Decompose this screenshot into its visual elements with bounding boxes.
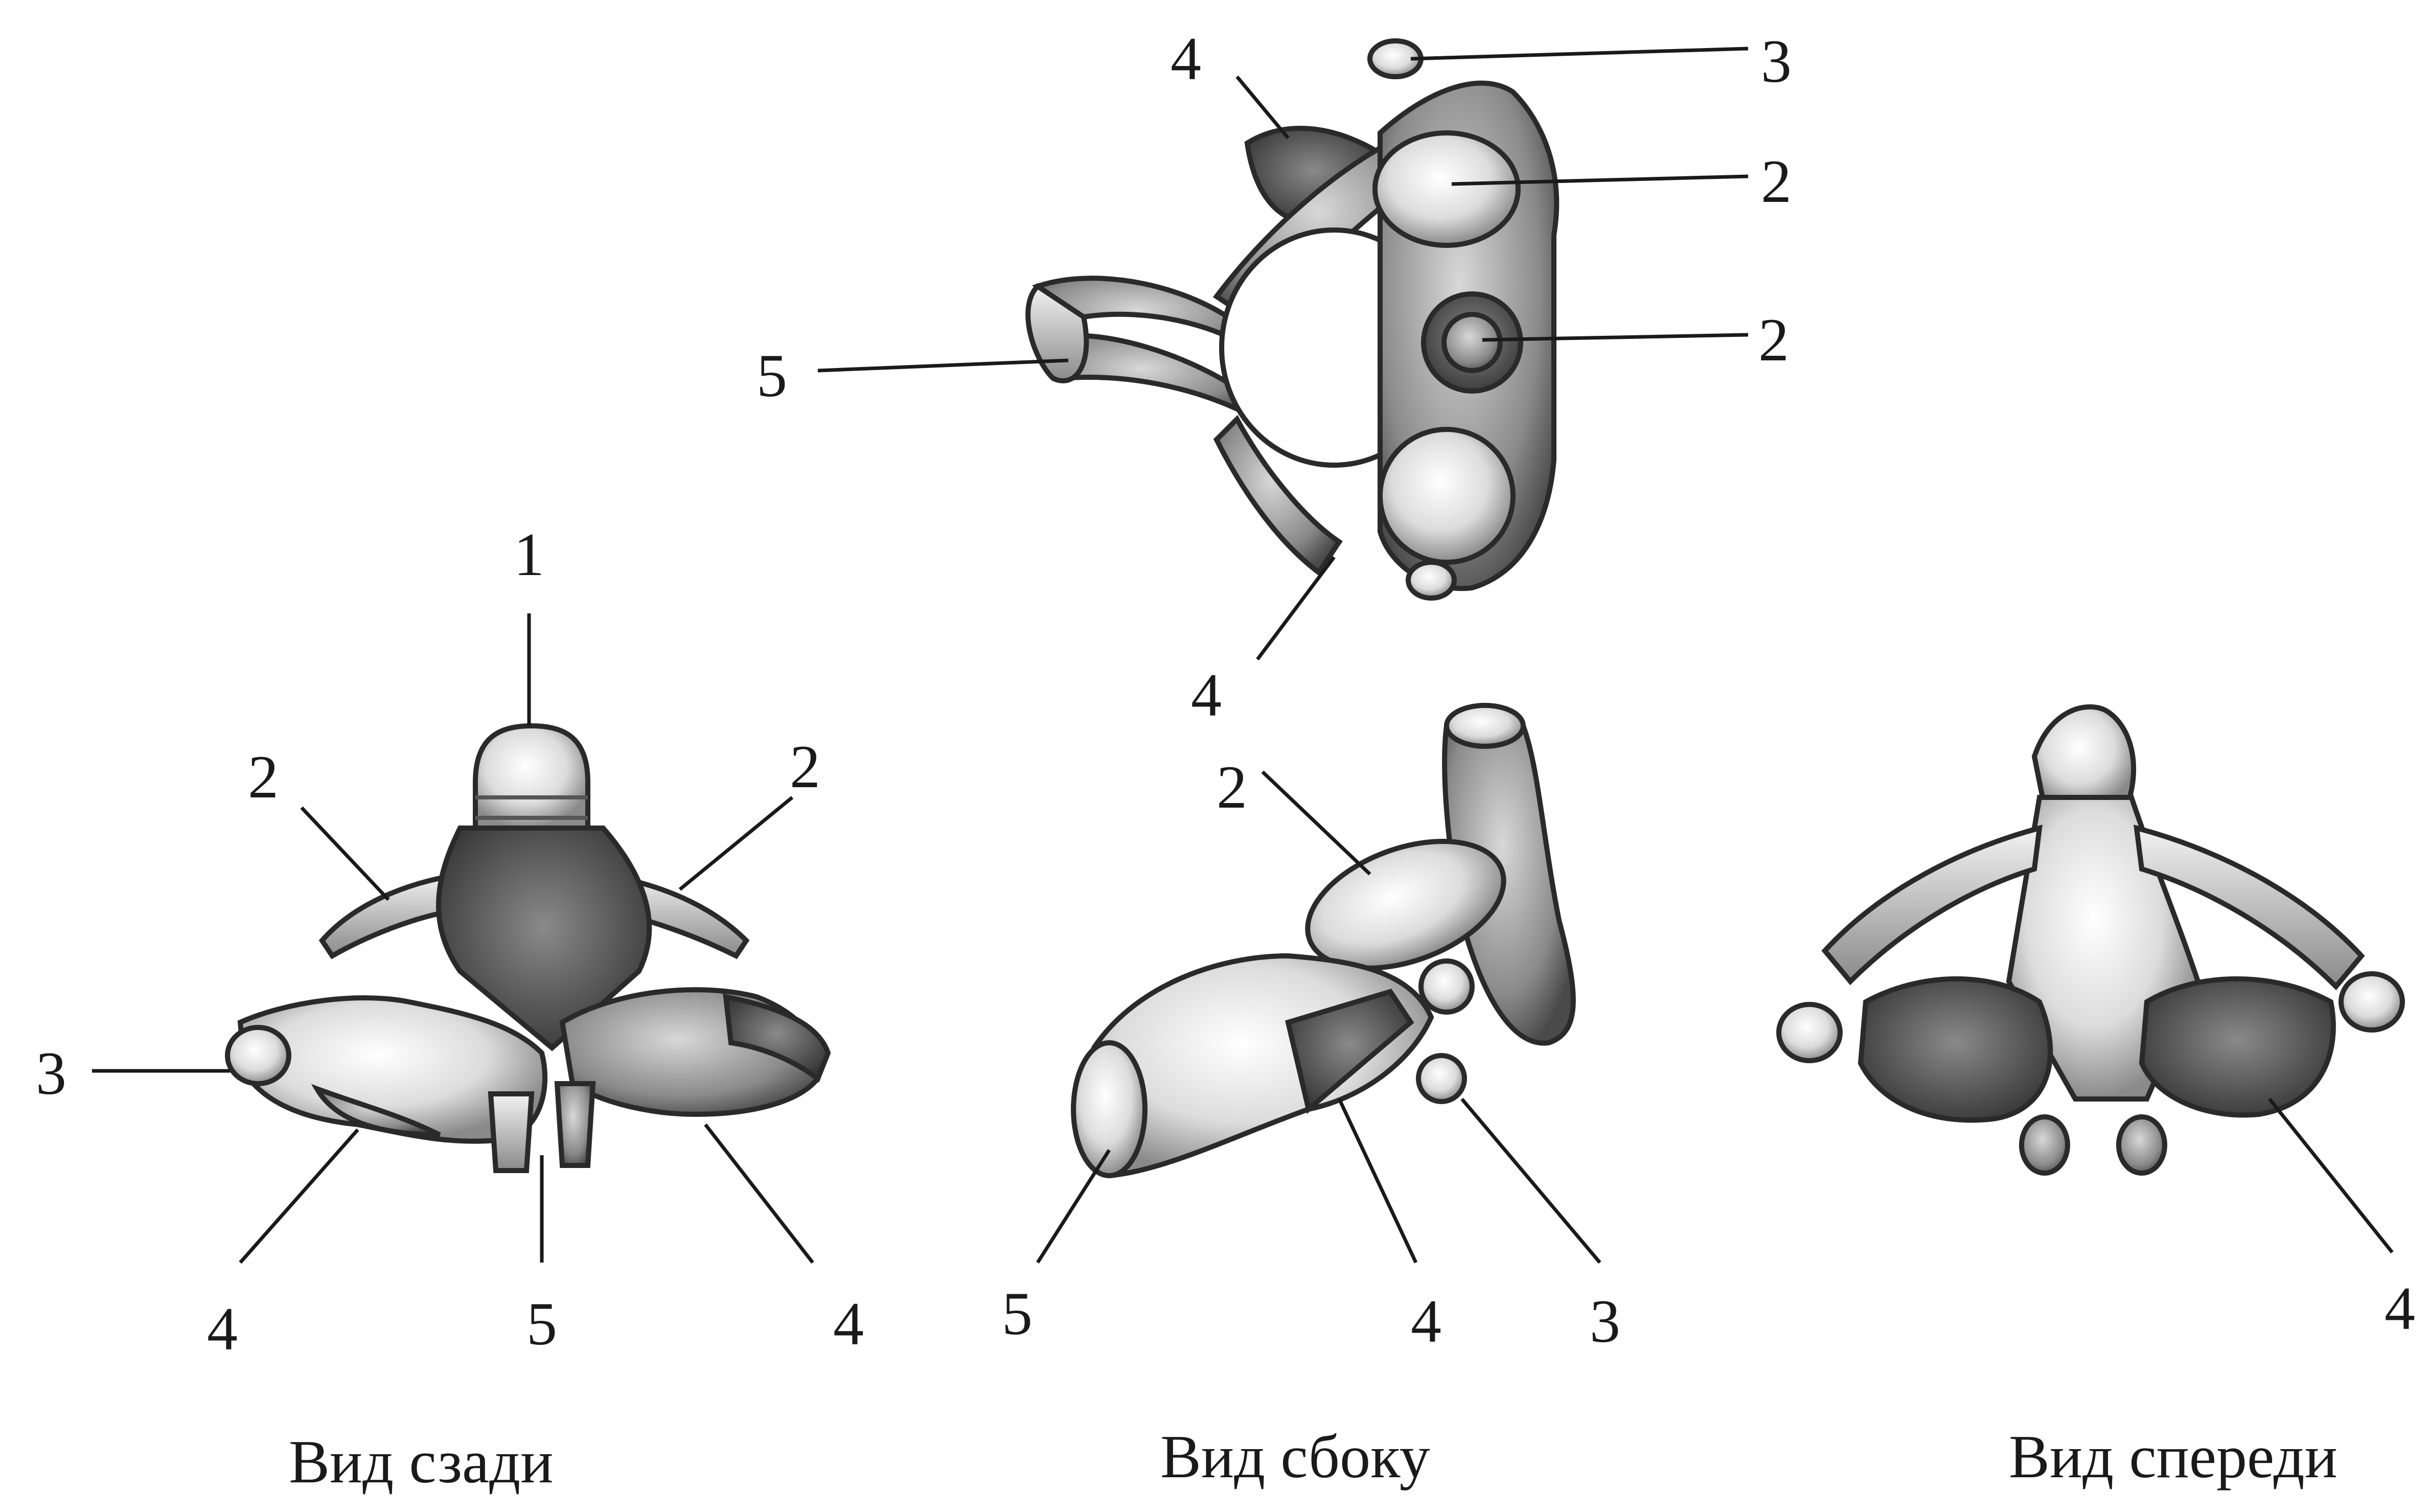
leader-line bbox=[1462, 1099, 1600, 1263]
labels-anterior: 4 bbox=[2385, 1274, 2415, 1342]
vertebra-lateral-view: 2 5 4 3 Вид сбоку bbox=[1002, 705, 1620, 1491]
label-3: 3 bbox=[1590, 1287, 1620, 1355]
caption-posterior-view: Вид сзади bbox=[289, 1428, 554, 1496]
leader-line bbox=[2269, 1099, 2392, 1252]
leader-line bbox=[680, 797, 792, 889]
label-5: 5 bbox=[756, 341, 787, 409]
label-3: 3 bbox=[1761, 27, 1792, 95]
label-4: 4 bbox=[2385, 1274, 2415, 1342]
leader-lines-anterior bbox=[2269, 1099, 2392, 1252]
leader-line bbox=[1263, 772, 1370, 874]
caption-lateral-view: Вид сбоку bbox=[1160, 1423, 1430, 1491]
vertebra-posterior-view: 1 2 2 3 4 5 4 Вид сзади bbox=[36, 520, 864, 1496]
vertebra-lateral-illustration bbox=[1073, 705, 1573, 1176]
caption-anterior-view: Вид спереди bbox=[2009, 1423, 2337, 1491]
label-4-right: 4 bbox=[833, 1290, 864, 1358]
label-2-lower: 2 bbox=[1758, 306, 1789, 374]
label-4: 4 bbox=[1411, 1287, 1441, 1355]
label-3: 3 bbox=[36, 1039, 66, 1107]
label-2-upper: 2 bbox=[1761, 147, 1792, 215]
leader-line bbox=[705, 1125, 813, 1263]
leader-line bbox=[1038, 1150, 1109, 1263]
vertebra-anterior-illustration bbox=[1779, 707, 2402, 1173]
label-2: 2 bbox=[1217, 753, 1247, 821]
leader-line bbox=[1237, 77, 1288, 138]
leader-line bbox=[818, 360, 1068, 371]
leader-line bbox=[1411, 49, 1748, 59]
vertebra-posterior-illustration bbox=[227, 726, 828, 1171]
leader-line bbox=[240, 1130, 358, 1263]
label-5: 5 bbox=[1002, 1279, 1033, 1347]
vertebra-anterior-view: 4 Вид спереди bbox=[1779, 707, 2415, 1491]
label-4-left: 4 bbox=[207, 1295, 238, 1363]
label-2-right: 2 bbox=[790, 732, 820, 800]
label-1: 1 bbox=[514, 520, 544, 588]
leader-line bbox=[1339, 1099, 1416, 1263]
vertebra-superior-illustration bbox=[1028, 41, 1556, 598]
label-2-left: 2 bbox=[248, 743, 279, 811]
label-5: 5 bbox=[526, 1290, 557, 1358]
label-4-top: 4 bbox=[1171, 25, 1201, 93]
leader-line bbox=[1257, 557, 1334, 659]
leader-line bbox=[302, 808, 388, 900]
label-4-bottom: 4 bbox=[1191, 661, 1222, 729]
vertebra-superior-view: 4 3 2 2 5 4 bbox=[756, 25, 1792, 729]
